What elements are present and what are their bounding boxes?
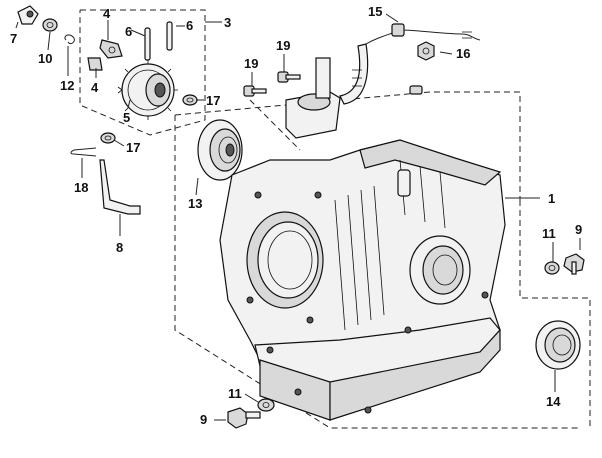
breather-tube xyxy=(339,43,369,105)
callout-5: 5 xyxy=(123,110,130,125)
part-1-crankcase xyxy=(219,139,506,421)
callout-4-upper: 4 xyxy=(103,6,111,21)
leader-lines xyxy=(15,13,581,421)
callout-labels: 1 3 4 4 5 6 6 7 8 9 9 10 11 11 12 13 14 … xyxy=(10,4,582,427)
part-4-lever-upper xyxy=(99,39,123,59)
part-18-clip xyxy=(70,147,97,157)
callout-6-left: 6 xyxy=(125,24,132,39)
part-15-wire xyxy=(365,23,481,45)
callout-12: 12 xyxy=(60,78,74,93)
part-19-bolt-a xyxy=(277,71,301,83)
part-5-gear xyxy=(117,60,178,120)
part-9-bolt-right xyxy=(563,253,585,275)
part-13-bearing xyxy=(197,119,243,181)
part-14-oil-seal xyxy=(535,320,581,370)
callout-17-left: 17 xyxy=(126,140,140,155)
callout-18: 18 xyxy=(74,180,88,195)
part-11-washer-bottom xyxy=(257,398,275,412)
callout-6-right: 6 xyxy=(186,18,193,33)
callout-16: 16 xyxy=(456,46,470,61)
callout-3: 3 xyxy=(224,15,231,30)
part-17-washer-left xyxy=(100,132,116,144)
callout-17-top: 17 xyxy=(206,93,220,108)
callout-15: 15 xyxy=(368,4,382,19)
part-12-clip xyxy=(64,34,75,45)
part-7-cap xyxy=(17,5,39,25)
part-19-bolt-b xyxy=(243,85,267,97)
callout-14: 14 xyxy=(546,394,561,409)
part-6-pins xyxy=(144,21,173,61)
part-11-washer-right xyxy=(544,261,560,275)
part-8-shaft xyxy=(99,159,141,215)
callout-10: 10 xyxy=(38,51,52,66)
part-17-washer-top xyxy=(182,94,198,106)
part-9-bolt-bottom xyxy=(227,407,261,429)
callout-11-right: 11 xyxy=(542,226,556,241)
callout-1: 1 xyxy=(548,191,555,206)
callout-13: 13 xyxy=(188,196,202,211)
callout-19-left: 19 xyxy=(244,56,258,71)
callout-9-right: 9 xyxy=(575,222,582,237)
callout-8: 8 xyxy=(116,240,123,255)
callout-11-bottom: 11 xyxy=(228,386,242,401)
part-10-washer xyxy=(42,18,58,32)
breather-cover xyxy=(285,57,341,139)
dowel-pin xyxy=(409,85,423,95)
callout-9-bottom: 9 xyxy=(200,412,207,427)
part-4-weight-lower xyxy=(87,57,103,71)
callout-4-lower: 4 xyxy=(91,80,99,95)
callout-7: 7 xyxy=(10,31,17,46)
part-16-nut xyxy=(417,41,435,61)
callout-19-right: 19 xyxy=(276,38,290,53)
assembly-boundary-lines xyxy=(79,9,591,429)
